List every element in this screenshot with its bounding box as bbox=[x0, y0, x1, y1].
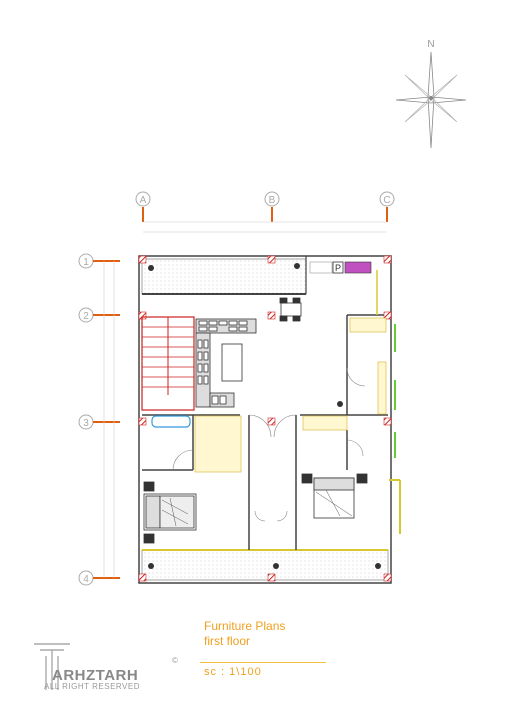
wardrobes bbox=[194, 317, 387, 473]
svg-text:2: 2 bbox=[83, 311, 89, 322]
logo-name: ARHZTARH bbox=[52, 667, 139, 684]
svg-text:3: 3 bbox=[83, 418, 89, 429]
row-axes: 1 2 3 4 bbox=[78, 253, 120, 586]
plan-subtitle: first floor bbox=[204, 634, 251, 648]
north-arrow: N bbox=[395, 39, 467, 149]
windows bbox=[389, 324, 401, 534]
bedroom-bed-right bbox=[301, 473, 368, 519]
plan-scale: sc : 1\100 bbox=[204, 666, 262, 678]
parking-sign: P bbox=[309, 261, 372, 274]
north-label: N bbox=[427, 39, 434, 50]
bedroom-bed-left bbox=[143, 481, 197, 544]
logo-mark bbox=[34, 643, 70, 690]
logo-registered-mark: © bbox=[172, 656, 178, 665]
svg-text:C: C bbox=[383, 195, 390, 206]
svg-text:P: P bbox=[335, 263, 341, 273]
living-room-sofa bbox=[195, 318, 257, 408]
svg-text:B: B bbox=[269, 195, 276, 206]
column-axes: A B C bbox=[135, 191, 395, 233]
logo-subtitle: ALL RIGHT RESERVED bbox=[44, 682, 140, 691]
plants bbox=[148, 263, 381, 569]
svg-text:A: A bbox=[140, 195, 147, 206]
svg-text:4: 4 bbox=[83, 574, 89, 585]
title-divider bbox=[200, 662, 326, 663]
staircase bbox=[141, 316, 195, 411]
structural-columns bbox=[138, 255, 392, 582]
doors bbox=[172, 367, 366, 522]
svg-text:1: 1 bbox=[83, 257, 89, 268]
bathtub bbox=[151, 415, 191, 428]
dining-table bbox=[279, 297, 302, 322]
plan-title: Furniture Plans bbox=[204, 619, 286, 633]
